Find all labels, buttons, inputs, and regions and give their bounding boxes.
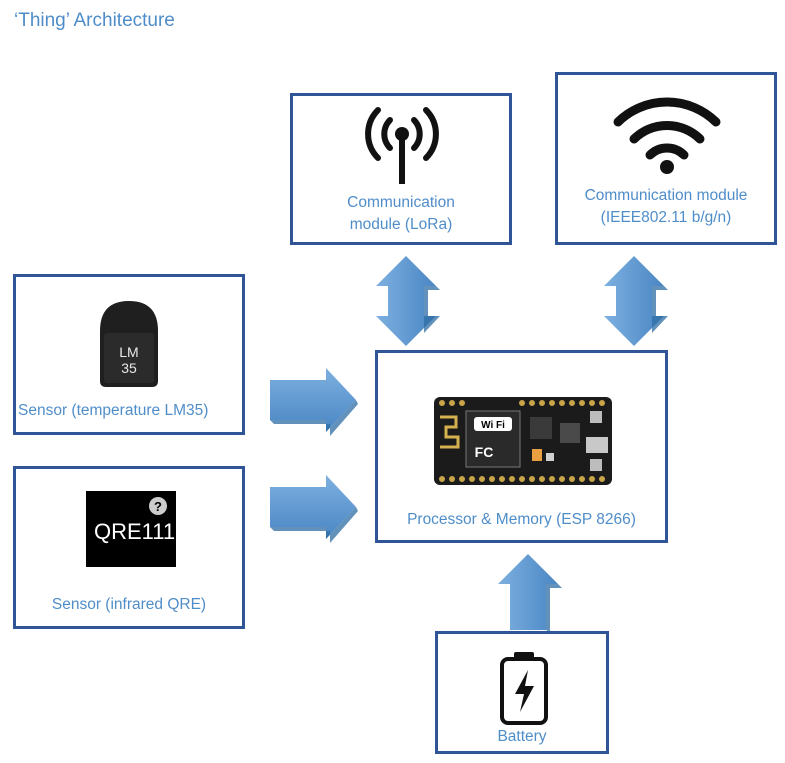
wifi-icon [613, 97, 721, 174]
wifi-label-line2: (IEEE802.11 b/g/n) [600, 209, 732, 226]
lm35-chip-text-1: LM [119, 344, 138, 360]
battery-label: Battery [497, 728, 547, 745]
processor-label: Processor & Memory (ESP 8266) [407, 511, 636, 528]
qre-help-badge: ? [154, 499, 162, 514]
temperature-sensor-box: LM 35 Sensor (temperature LM35) [13, 274, 245, 435]
wifi-module-box: Communication module (IEEE802.11 b/g/n) [555, 72, 777, 245]
qre-sensor-icon: ? QRE111 [86, 491, 176, 567]
arrow-wifi-processor [604, 256, 668, 346]
board-wifi-badge: Wi Fi [481, 420, 505, 431]
board-logo-text: FC [475, 444, 494, 460]
antenna-icon [365, 107, 439, 184]
battery-icon [500, 652, 548, 725]
arrow-lora-processor [376, 256, 440, 346]
arrow-battery-processor [498, 554, 562, 632]
arrow-temperature-processor [270, 368, 358, 436]
temperature-sensor-label: Sensor (temperature LM35) [18, 402, 209, 419]
esp8266-board-icon: Wi Fi FC [434, 397, 612, 485]
lora-label-line1: Communication [347, 194, 455, 211]
arrow-infrared-processor [270, 475, 358, 543]
qre-chip-text: QRE111 [94, 519, 175, 544]
infrared-sensor-box: ? QRE111 Sensor (infrared QRE) [13, 466, 245, 629]
lm35-chip-text-2: 35 [121, 360, 137, 376]
battery-box: Battery [435, 631, 609, 754]
diagram-title: ‘Thing’ Architecture [14, 10, 175, 31]
infrared-sensor-label: Sensor (infrared QRE) [51, 596, 207, 613]
wifi-label-line1: Communication module [584, 187, 748, 204]
lora-label-line2: module (LoRa) [349, 216, 453, 233]
lora-module-box: Communication module (LoRa) [290, 93, 512, 245]
lm35-sensor-icon: LM 35 [100, 301, 158, 387]
processor-box: Wi Fi FC Processor & Memory (ESP 8266) [375, 350, 668, 543]
